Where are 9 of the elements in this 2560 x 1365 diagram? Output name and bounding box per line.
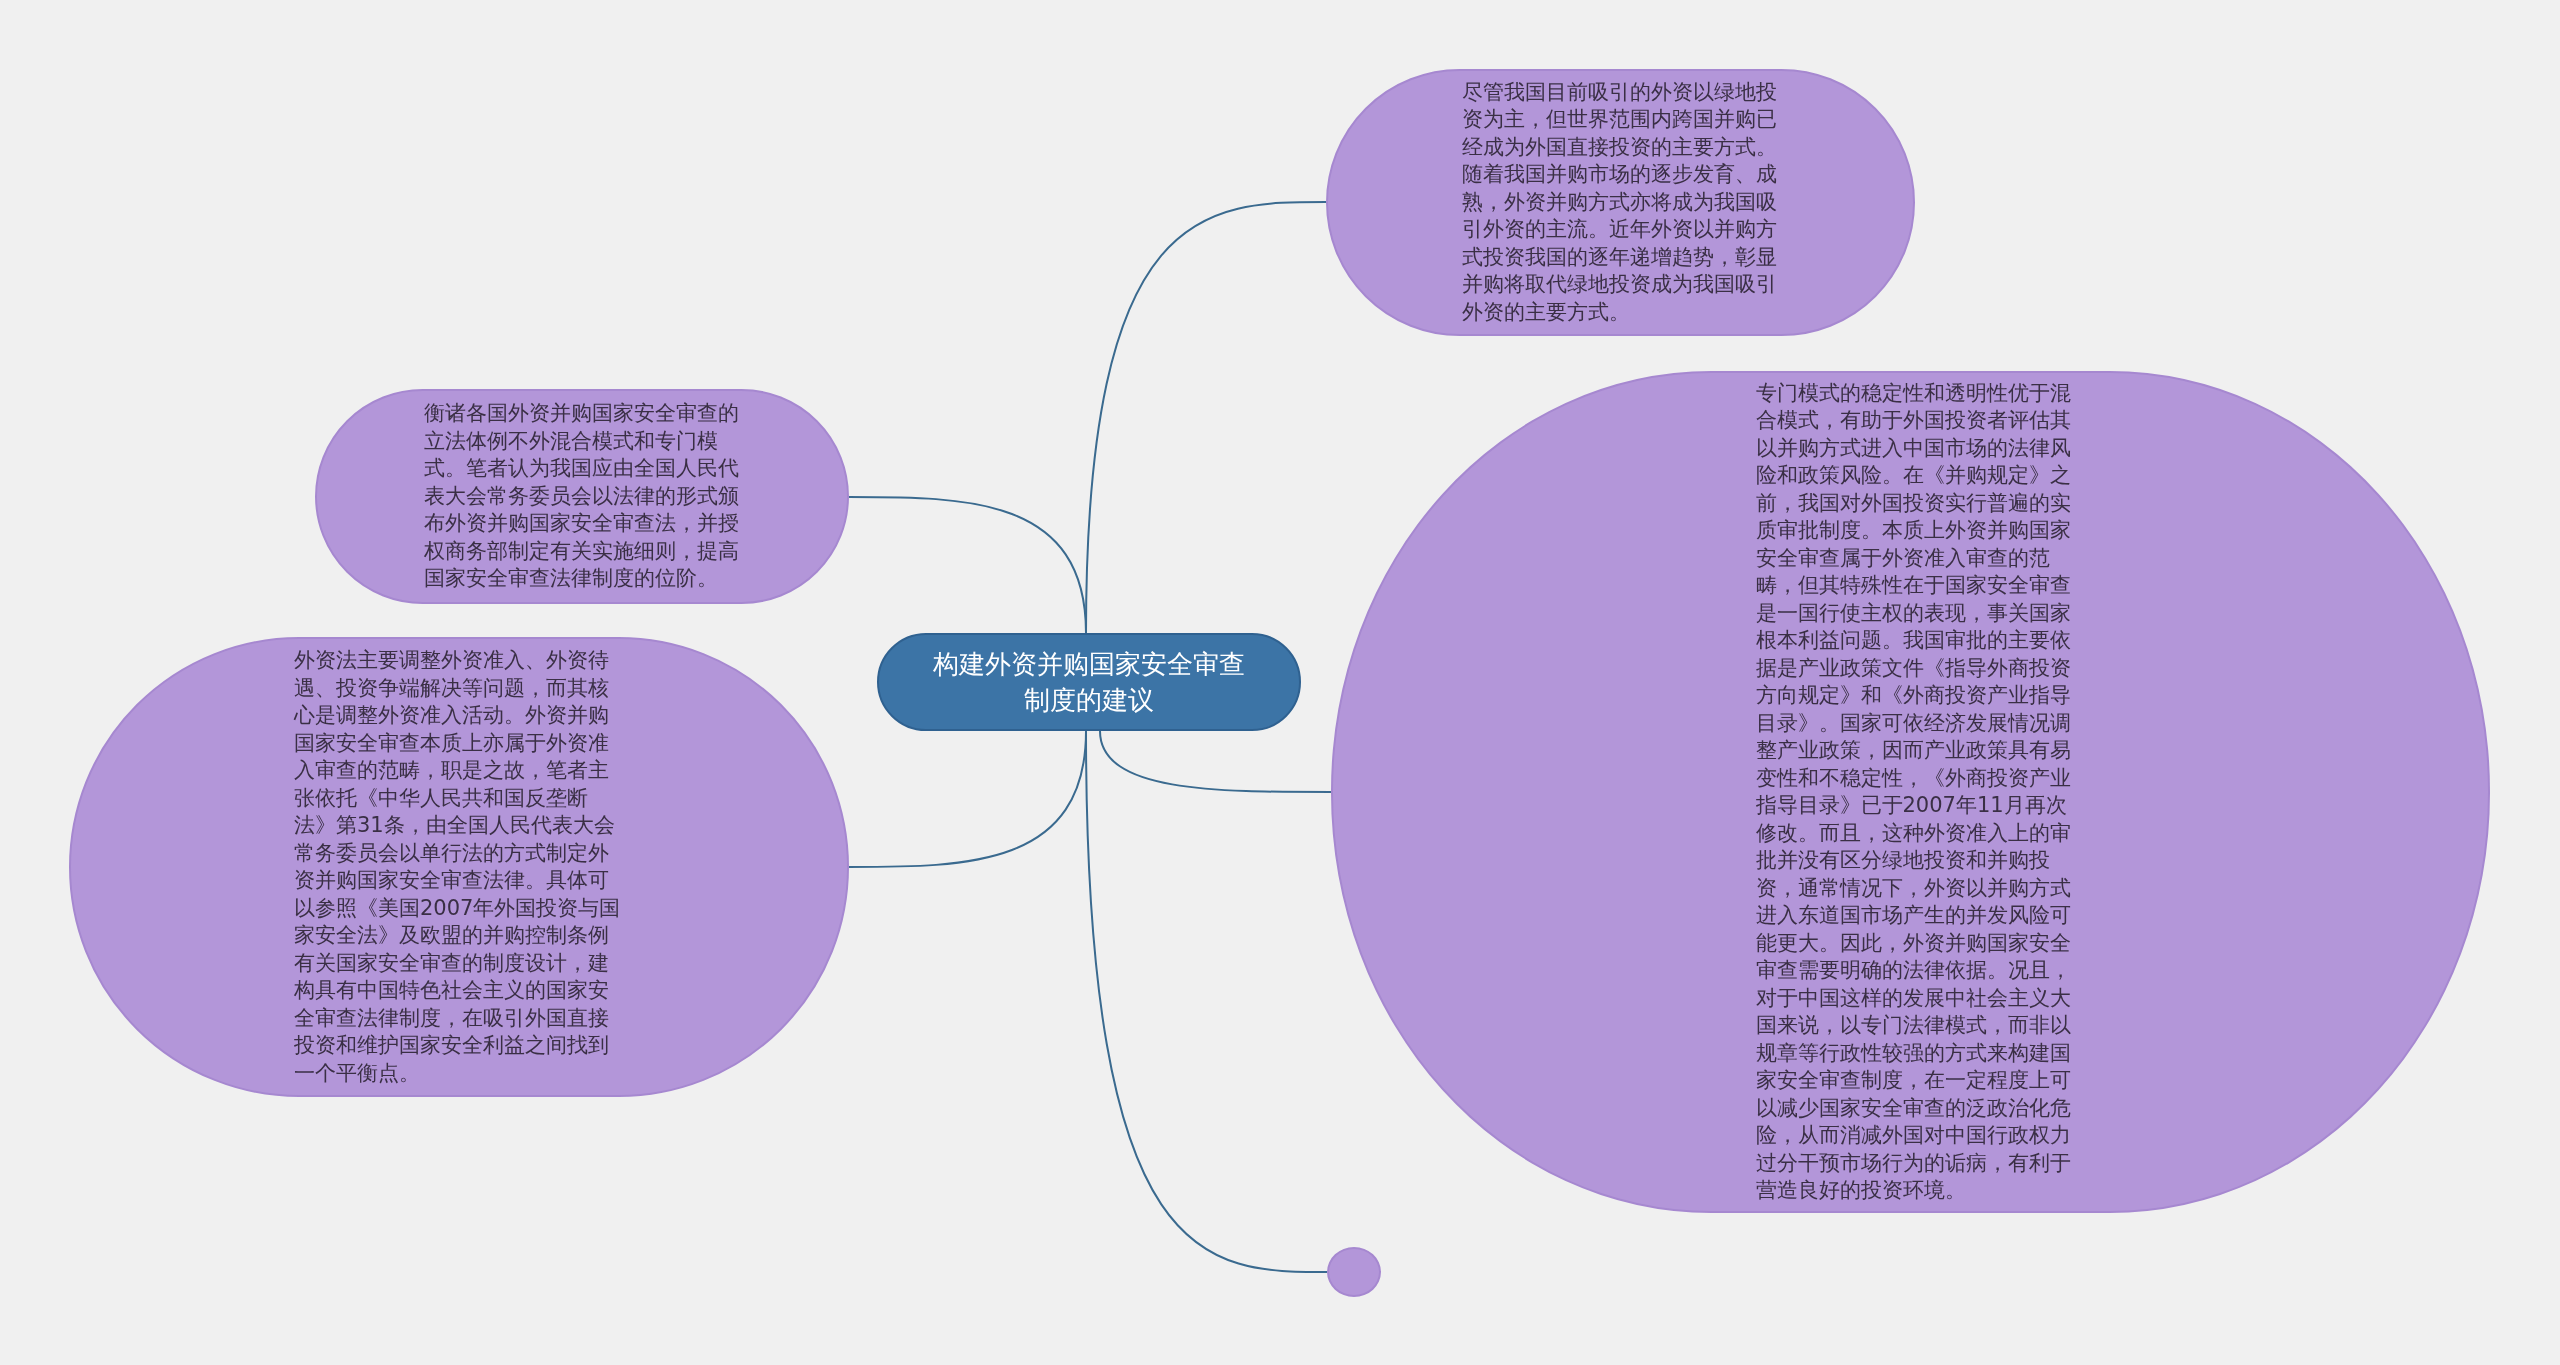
topic-text: 衡诸各国外资并购国家安全审查的立法体例不外混合模式和专门模式。笔者认为我国应由全国人民代表大会常务委员会以法律的形式颁布外资并购国家安全审查法，并授权商务部制定有关实施细则，提高国家安全审查法律制度的位阶。 (424, 400, 740, 593)
topic-text: 专门模式的稳定性和透明性优于混合模式，有助于外国投资者评估其以并购方式进入中国市场的法律风险和政策风险。在《并购规定》之前，我国对外国投资实行普遍的实质审批制度。本质上外资并购国家安全审查属于外资准入审查的范畴，但其特殊性在于国家安全审查是一国行使主权的表现，事关国家根本利益问题。我国审批的主要依据是产业政策文件《指导外商投资方向规定》和《外商投资产业指导目录》。国家可依经济发展情况调整产业政策，因而产业政策具有易变性和不稳定性，《外商投资产业指导目录》已于2007年11月再次修改。而且，这种外资准入上的审批并没有区分绿地投资和并购投资，通常情况下，外资以并购方式进入东道国市场产生的并发风险可能更大。因此，外资并购国家安全审查需要明确的法律依据。况且，对于中国这样的发展中社会主义大国来说，以专门法律模式，而非以规章等行政性较强的方式来构建国家安全审查制度，在一定程度上可以减少国家安全审查的泛政治化危险，从而消减外国对中国行政权力过分干预市场行为的诟病，有利于营造良好的投资环境。 (1755, 379, 2072, 1204)
circle-shape (1327, 1247, 1381, 1297)
topic-text: 尽管我国目前吸引的外资以绿地投资为主，但世界范围内跨国并购已经成为外国直接投资的主要方式。随着我国并购市场的逐步发育、成熟，外资并购方式亦将成为我国吸引外资的主流。近年外资以并购方式投资我国的逐年递增趋势，彰显并购将取代绿地投资成为我国吸引外资的主要方式。 (1461, 78, 1778, 326)
connector-line (1085, 730, 1328, 1273)
central-topic-text: 构建外资并购国家安全审查制度的建议 (932, 648, 1246, 717)
connector-line (1099, 730, 1332, 793)
topic-text: 外资法主要调整外资准入、外资待遇、投资争端解决等问题，而其核心是调整外资准入活动。外资并购国家安全审查本质上亦属于外资准入审查的范畴，职是之故，笔者主张依托《中华人民共和国反垄断法》第31条，由全国人民代表大会常务委员会以单行法的方式制定外资并购国家安全审查法律。具体可以参照《美国2007年外国投资与国家安全法》及欧盟的并购控制条例有关国家安全审查的制度设计，建构具有中国特色社会主义的国家安全审查法律制度，在吸引外国直接投资和维护国家安全利益之间找到一个平衡点。 (294, 647, 622, 1087)
connector-line (848, 496, 1087, 634)
